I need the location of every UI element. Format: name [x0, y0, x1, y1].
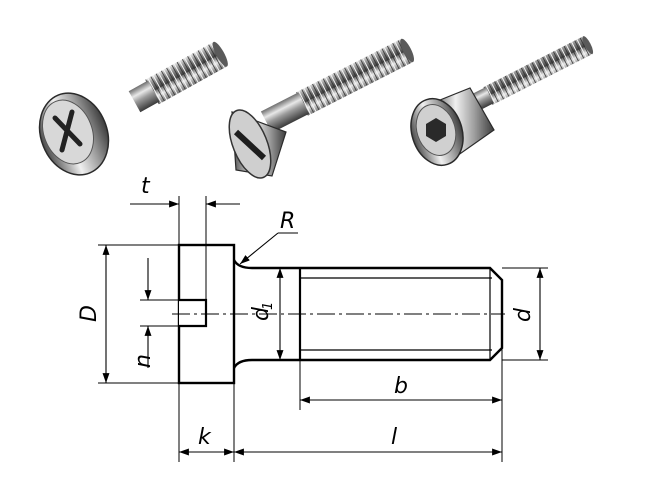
- label-d: d: [511, 307, 536, 322]
- technical-drawing: [98, 196, 548, 462]
- dim-R-leader: [239, 232, 279, 265]
- label-k: k: [198, 425, 212, 450]
- neck-radius-top: [232, 259, 300, 270]
- neck-radius-bottom: [232, 358, 300, 369]
- socket-head-cap-screw-photo: [410, 36, 594, 166]
- label-D: D: [77, 305, 102, 322]
- hex-socket-icon: [426, 118, 446, 142]
- label-d1: d: [249, 306, 274, 321]
- screw-slot-outline: [179, 298, 208, 328]
- thread-shank-1: [145, 41, 228, 105]
- phillips-recess-icon: [52, 109, 83, 153]
- label-n: n: [131, 354, 156, 368]
- label-l: l: [391, 425, 397, 450]
- label-d1-subscript: 1: [261, 302, 276, 310]
- pan-head-phillips-screw-photo: [38, 41, 228, 176]
- thread-shank-2: [296, 38, 414, 116]
- countersunk-slotted-screw-photo: [228, 38, 415, 179]
- label-t: t: [141, 174, 151, 199]
- thread-shank-3: [483, 36, 593, 105]
- label-R: R: [280, 209, 295, 234]
- label-b: b: [394, 374, 408, 399]
- slot-icon: [233, 129, 267, 161]
